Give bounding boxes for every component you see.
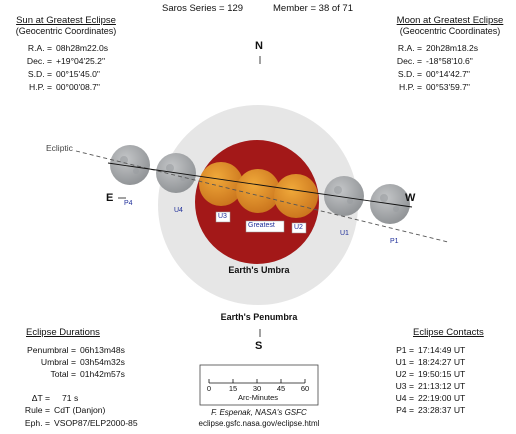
sun-hp-label: H.P. = <box>28 82 52 92</box>
moon-ra-value: 20h28m18.2s <box>426 43 479 53</box>
contact-u1-value: 18:24:27 UT <box>418 357 466 367</box>
sun-sd-value: 00°15'45.0" <box>56 69 100 79</box>
eph-label: Eph. = <box>24 418 50 428</box>
scale-tick-label-45: 45 <box>276 384 286 393</box>
umbral-value: 03h54m32s <box>80 357 125 367</box>
scale-tick-label-30: 30 <box>252 384 262 393</box>
moon-greatest <box>236 169 280 213</box>
moon-p4 <box>110 145 150 185</box>
sun-subtitle: (Geocentric Coordinates) <box>15 26 117 36</box>
label-box-u3 <box>215 211 231 223</box>
contact-u2-value: 19:50:15 UT <box>418 369 466 379</box>
scale-tick-label-0: 0 <box>206 384 212 393</box>
contact-u2-label: U2 = <box>395 369 414 379</box>
label-greatest: Greatest <box>248 222 275 229</box>
delta-t-value: 71 s <box>62 393 79 403</box>
south-label: S <box>255 340 263 352</box>
durations-title: Eclipse Durations <box>26 327 100 338</box>
penumbral-label: Penumbral = <box>27 345 76 355</box>
moon-title: Moon at Greatest Eclipse (Geocentric Coo… <box>385 15 515 36</box>
total-value: 01h42m57s <box>80 369 125 379</box>
moon-dec-value: -18°58'10.6" <box>426 56 473 66</box>
west-label: W <box>405 192 416 204</box>
moon-title-text: Moon at Greatest Eclipse <box>396 15 504 26</box>
credit-url[interactable]: eclipse.gsfc.nasa.gov/eclipse.html <box>198 419 320 428</box>
label-u2: U2 <box>294 224 303 231</box>
sun-sd-label: S.D. = <box>27 69 52 79</box>
moon-subtitle: (Geocentric Coordinates) <box>399 26 501 36</box>
sun-dec-value: +19°04'25.2" <box>56 56 105 66</box>
delta-t-label: ΔT = <box>31 393 50 403</box>
moon-sd-label: S.D. = <box>397 69 422 79</box>
sun-ra-label: R.A. = <box>27 43 52 53</box>
credit-author: F. Espenak, NASA's GSFC <box>211 408 307 417</box>
ecliptic-line <box>75 150 449 243</box>
moon-sd-value: 00°14'42.7" <box>426 69 470 79</box>
total-label: Total = <box>50 369 76 379</box>
penumbral-value: 06h13m48s <box>80 345 125 355</box>
moon-u1 <box>324 176 364 216</box>
sun-title-text: Sun at Greatest Eclipse <box>16 15 116 26</box>
contact-u4-label: U4 = <box>395 393 414 403</box>
label-u1: U1 <box>340 230 349 237</box>
contact-u4-value: 22:19:00 UT <box>418 393 466 403</box>
label-box-greatest <box>245 220 285 233</box>
moon-dec-label: Dec. = <box>396 56 422 66</box>
label-u3: U3 <box>218 213 227 220</box>
rule-value: CdT (Danjon) <box>54 405 106 415</box>
contact-p1-value: 17:14:49 UT <box>418 345 466 355</box>
moon-u2 <box>274 174 318 218</box>
contacts-title: Eclipse Contacts <box>413 327 484 338</box>
rule-label: Rule = <box>24 405 50 415</box>
contact-p1-label: P1 = <box>396 345 414 355</box>
label-p4: P4 <box>124 200 133 207</box>
contact-p4-value: 23:28:37 UT <box>418 405 466 415</box>
scale-unit: Arc-Minutes <box>237 393 278 402</box>
label-u4: U4 <box>174 207 183 214</box>
contact-u3-label: U3 = <box>395 381 414 391</box>
label-box-u2 <box>291 222 307 234</box>
scale-box <box>199 364 319 406</box>
contact-p4-label: P4 = <box>396 405 414 415</box>
east-label: E <box>106 192 114 204</box>
umbral-label: Umbral = <box>40 357 76 367</box>
contact-u3-value: 21:13:12 UT <box>418 381 466 391</box>
moon-u3 <box>199 162 243 206</box>
moon-ra-label: R.A. = <box>397 43 422 53</box>
saros-member: Member = 38 of 71 <box>273 3 354 14</box>
north-label: N <box>255 40 263 52</box>
saros-series: Saros Series = 129 <box>162 3 244 14</box>
sun-ra-value: 08h28m22.0s <box>56 43 109 53</box>
ecliptic-label: Ecliptic <box>46 143 73 153</box>
contact-u1-label: U1 = <box>395 357 414 367</box>
moon-hp-label: H.P. = <box>398 82 422 92</box>
umbra-label: Earth's Umbra <box>228 265 290 275</box>
scale-tick-label-15: 15 <box>228 384 238 393</box>
sun-hp-value: 00°00'08.7" <box>56 82 100 92</box>
penumbra-label: Earth's Penumbra <box>220 312 298 322</box>
eph-value: VSOP87/ELP2000-85 <box>54 418 138 428</box>
sun-dec-label: Dec. = <box>26 56 52 66</box>
label-p1: P1 <box>390 238 399 245</box>
sun-title: Sun at Greatest Eclipse (Geocentric Coor… <box>2 15 130 36</box>
moon-hp-value: 00°53'59.7" <box>426 82 470 92</box>
moon-path <box>107 162 413 208</box>
scale-tick-label-60: 60 <box>300 384 310 393</box>
